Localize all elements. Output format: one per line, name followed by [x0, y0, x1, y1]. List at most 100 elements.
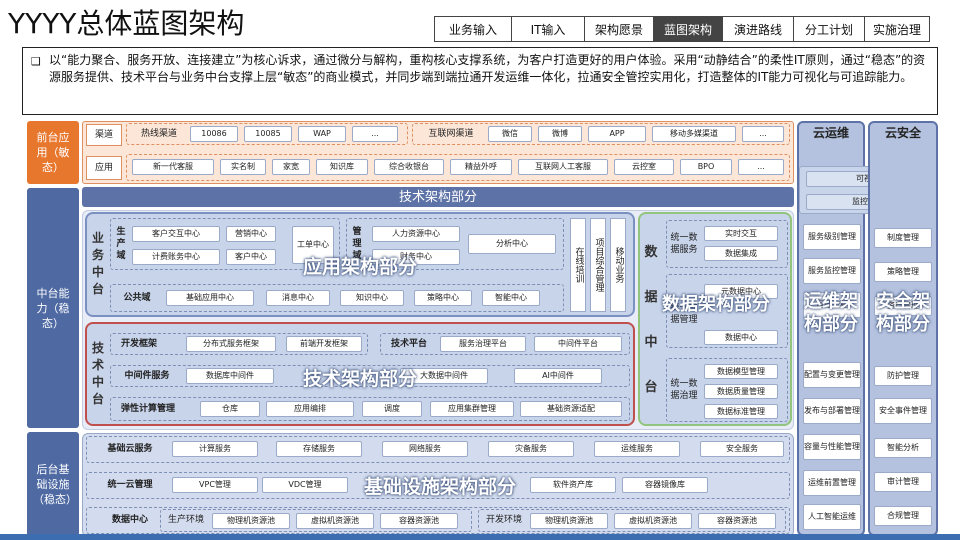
breadcrumb-item-division[interactable]: 分工计划	[793, 16, 865, 42]
front-label: 前台应用（敏态）	[27, 121, 79, 184]
tech-platform-group	[380, 333, 630, 355]
ops-item: 运维前置管理	[803, 470, 861, 496]
tech-platform-label: 技术平台	[390, 338, 427, 349]
security-header: 云安全	[884, 125, 921, 140]
prod-env-item: 虚拟机资源池	[296, 513, 374, 529]
public-item: 基础应用中心	[166, 290, 254, 306]
dc-label: 数据中心	[111, 514, 148, 525]
tp-item: 服务治理平台	[440, 336, 526, 352]
prod-env-label: 生产环境	[167, 514, 204, 525]
mw-item: AI中间件	[514, 368, 602, 384]
breadcrumb-item-governance[interactable]: 实施治理	[864, 16, 930, 42]
app-item: 云控室	[614, 159, 674, 175]
cs-item: 网络服务	[382, 441, 468, 457]
tp-item: 中间件平台	[534, 336, 622, 352]
el-item: 调度	[362, 401, 422, 417]
breadcrumb-item-roadmap[interactable]: 演进路线	[722, 16, 794, 42]
internet-group	[412, 123, 790, 145]
breadcrumb-item-it-input[interactable]: IT输入	[511, 16, 585, 42]
hotline-group	[126, 123, 408, 145]
data-group2	[666, 274, 788, 348]
app-item: 互联网人工客服	[518, 159, 608, 175]
infra-arch-overlay: 基础设施架构部分	[363, 476, 516, 498]
internet-item: 微博	[538, 126, 582, 142]
public-domain-label: 公共域	[123, 292, 151, 303]
data-group3-label: 统一数据治理	[670, 379, 698, 401]
elastic-group	[110, 397, 630, 421]
breadcrumb-item-vision[interactable]: 架构愿景	[584, 16, 654, 42]
dev-item: 分布式服务框架	[186, 336, 276, 352]
el-item: 应用编排	[266, 401, 354, 417]
data-group3-item: 数据模型管理	[704, 364, 778, 379]
mw-item: 大数据中间件	[400, 368, 488, 384]
data-group3-item: 数据标准管理	[704, 404, 778, 419]
data-group3-item: 数据质量管理	[704, 384, 778, 399]
dev-frame-label: 开发框架	[120, 338, 157, 349]
data-group3	[666, 358, 788, 422]
vertical-item: 项目综合管理	[590, 218, 606, 312]
security-item: 制度管理	[874, 228, 932, 248]
security-arch-overlay: 安全架构部分	[876, 291, 930, 335]
data-group1-item: 数据集成	[704, 246, 778, 261]
dev-env-item: 虚拟机资源池	[614, 513, 692, 529]
el-item: 应用集群管理	[430, 401, 514, 417]
tech-label: 技术中台	[91, 341, 104, 406]
internet-item: 移动多媒渠道	[652, 126, 736, 142]
vertical-item: 在线培训	[570, 218, 586, 312]
data-label: 数据中台	[644, 245, 658, 395]
internet-item: ...	[742, 126, 784, 142]
breadcrumb-item-business-input[interactable]: 业务输入	[434, 16, 512, 42]
data-group1-label: 统一数据服务	[670, 233, 698, 255]
breadcrumb-item-blueprint[interactable]: 蓝图架构	[653, 16, 723, 42]
middleware-label: 中间件服务	[124, 370, 170, 381]
mgmt-domain-label: 管理域	[352, 227, 362, 261]
ops-arch-overlay: 运维架构部分	[804, 291, 858, 335]
app-item: 实名制	[220, 159, 266, 175]
unified-mgmt-group	[86, 472, 790, 499]
ops-item: 发布与部署管理	[803, 398, 861, 424]
dc-group	[86, 507, 790, 534]
security-item: 资产管理	[874, 296, 932, 316]
un-item: 容器镜像库	[622, 477, 708, 493]
elastic-label: 弹性计算管理	[120, 403, 175, 414]
ops-item: 服务级别管理	[803, 224, 861, 250]
mgmt-item: 分析中心	[468, 234, 556, 254]
data-group2-label: 统一数据管理	[670, 303, 698, 325]
public-item: 消息中心	[266, 290, 330, 306]
cs-item: 灾备服务	[488, 441, 574, 457]
unified-mgmt-label: 统一云管理	[107, 479, 153, 490]
prod-domain-group	[110, 218, 340, 270]
middleware-group	[110, 365, 630, 387]
security-item: 防护管理	[874, 366, 932, 386]
description-box: ❑ 以“能力聚合、服务开放、连接建立”为核心诉求，通过微分与解构，重构核心支撑系…	[22, 47, 938, 115]
ops-item: 服务监控管理	[803, 258, 861, 284]
ops-header: 云运维	[812, 125, 849, 140]
app-arch-overlay: 应用架构部分	[302, 256, 417, 278]
internet-label: 互联网渠道	[428, 128, 474, 139]
prod-env-item: 物理机资源池	[212, 513, 290, 529]
cloud-service-group	[86, 436, 790, 463]
description-text: 以“能力聚合、服务开放、连接建立”为核心诉求，通过微分与解构，重构核心支撑系统，…	[49, 53, 926, 84]
app-label: 应用	[86, 156, 122, 180]
back-label: 后台基础设施（稳态）	[27, 432, 79, 536]
un-item: 软件资产库	[530, 477, 616, 493]
breadcrumb: 业务输入 IT输入 架构愿景 蓝图架构 演进路线 分工计划 实施治理	[434, 16, 930, 42]
data-group2-item: 数据中心	[704, 330, 778, 345]
prod-item: 客户中心	[226, 249, 276, 265]
dev-env-item: 容器资源池	[698, 513, 776, 529]
un-item: VPC管理	[172, 477, 258, 493]
ops-item: 容量与性能管理	[803, 434, 861, 460]
hotline-item: ...	[352, 126, 398, 142]
el-item: 仓库	[200, 401, 260, 417]
mgmt-item: 人力资源中心	[372, 226, 460, 242]
hotline-item: WAP	[298, 126, 346, 142]
security-item: 策略管理	[874, 262, 932, 282]
prod-item: 客户交互中心	[132, 226, 220, 242]
prod-domain-label: 生产域	[116, 227, 126, 261]
tech-arch-header: 技术架构部分	[82, 187, 794, 207]
security-item: 合规管理	[874, 506, 932, 526]
app-item: 家宽	[272, 159, 310, 175]
data-group1	[666, 220, 788, 268]
data-arch-overlay: 数据架构部分	[662, 294, 770, 315]
